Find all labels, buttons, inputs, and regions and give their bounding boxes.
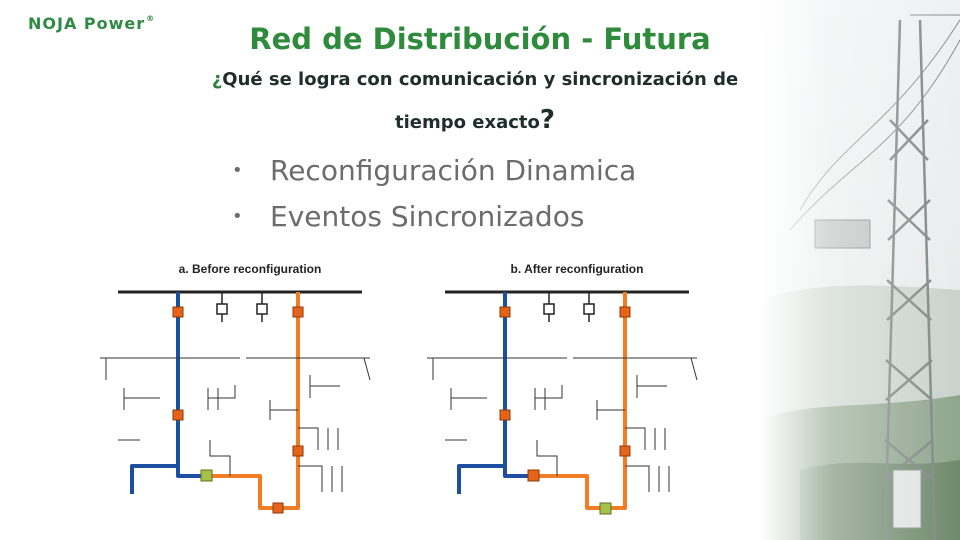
thin-laterals [427, 357, 698, 492]
orange-feeder [533, 292, 627, 510]
subtitle-line-1: Qué se logra con comunicación y sincroni… [222, 69, 739, 90]
utility-pole-photo [760, 0, 960, 540]
bullet-text: Reconfiguración Dinamica [270, 154, 637, 187]
photo-fade [760, 0, 960, 540]
bullet-list: • Reconfiguración Dinamica • Eventos Sincr… [232, 148, 636, 240]
open-switch [599, 502, 612, 515]
subtitle-open-question: ¿ [211, 69, 223, 90]
bullet-item: • Reconfiguración Dinamica [232, 148, 636, 194]
logo-registered-mark: ® [146, 14, 156, 23]
orange-feeder [206, 292, 300, 510]
bullet-item: • Eventos Sincronizados [232, 194, 636, 240]
slide-subtitle: ¿Qué se logra con comunicación y sincron… [110, 60, 840, 143]
blue-feeder [457, 292, 533, 494]
bullet-dot-icon: • [232, 160, 243, 181]
open-switch [200, 469, 213, 482]
diagram-label: a. Before reconfiguration [178, 262, 322, 276]
noja-power-logo: NOJA Power® [28, 14, 155, 33]
blue-feeder [130, 292, 206, 494]
diagram-before-svg [100, 290, 371, 514]
fuse-switches [543, 292, 595, 322]
subtitle-close-question: ? [539, 105, 555, 135]
closed-switches [499, 306, 631, 482]
closed-switches [172, 306, 304, 514]
thin-laterals [100, 357, 371, 492]
slide-title: Red de Distribución - Futura [249, 22, 711, 56]
fuse-switches [216, 292, 268, 322]
diagram-label: b. After reconfiguration [510, 262, 644, 276]
diagram-after-svg [427, 290, 698, 515]
bullet-text: Eventos Sincronizados [270, 200, 585, 233]
subtitle-line-2: tiempo exacto [395, 112, 540, 133]
logo-text: NOJA Power [28, 14, 146, 33]
bullet-dot-icon: • [232, 206, 243, 227]
